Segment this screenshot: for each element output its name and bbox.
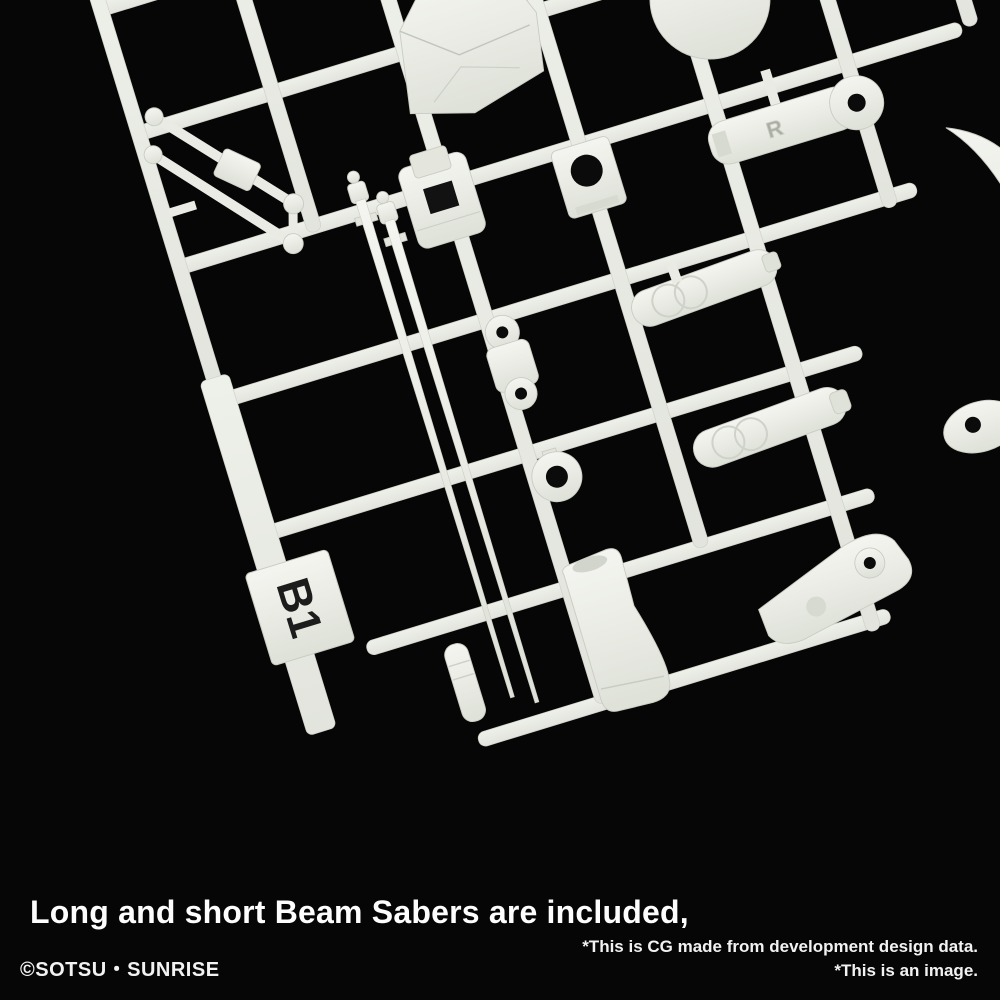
antenna-strut-part	[143, 107, 305, 255]
socket-box-part	[550, 136, 627, 219]
short-beam-saber-blade-part	[376, 191, 540, 704]
foot-armor-part	[562, 548, 671, 712]
beam-saber-hilt-part	[693, 387, 852, 468]
runner-parts: R	[143, 0, 1000, 723]
part-marking-text: R	[763, 115, 786, 144]
caption-line: Long and short Beam Sabers are included,	[30, 894, 689, 931]
runner-bar	[74, 0, 224, 393]
runner-bar	[872, 0, 978, 27]
chest-armor-part	[399, 0, 545, 115]
round-armor-part	[649, 0, 771, 60]
shoe-armor-part	[758, 533, 913, 644]
runner-frame: B1	[74, 0, 1000, 747]
ring-part	[531, 447, 583, 503]
disclaimer-text: *This is CG made from development design…	[582, 935, 978, 984]
curved-armor-part	[945, 127, 1000, 326]
long-beam-saber-blade-part	[346, 170, 515, 699]
disclaimer-line: *This is CG made from development design…	[582, 936, 978, 956]
runner-bar	[208, 0, 321, 233]
copyright-text: ©SOTSU・SUNRISE	[20, 959, 220, 981]
cylinder-part	[444, 643, 486, 723]
disclaimer-line: *This is an image.	[834, 961, 978, 981]
arm-part: R	[707, 68, 885, 165]
runner-label-tab: B1	[245, 549, 355, 666]
runner-bar	[477, 609, 891, 747]
joint-socket-part	[398, 145, 486, 249]
thruster-part	[943, 399, 1000, 454]
beam-saber-hilt-part	[631, 249, 782, 327]
caption-text: Long and short Beam Sabers are included,…	[30, 802, 731, 1000]
joint-bracket-part	[484, 314, 539, 411]
